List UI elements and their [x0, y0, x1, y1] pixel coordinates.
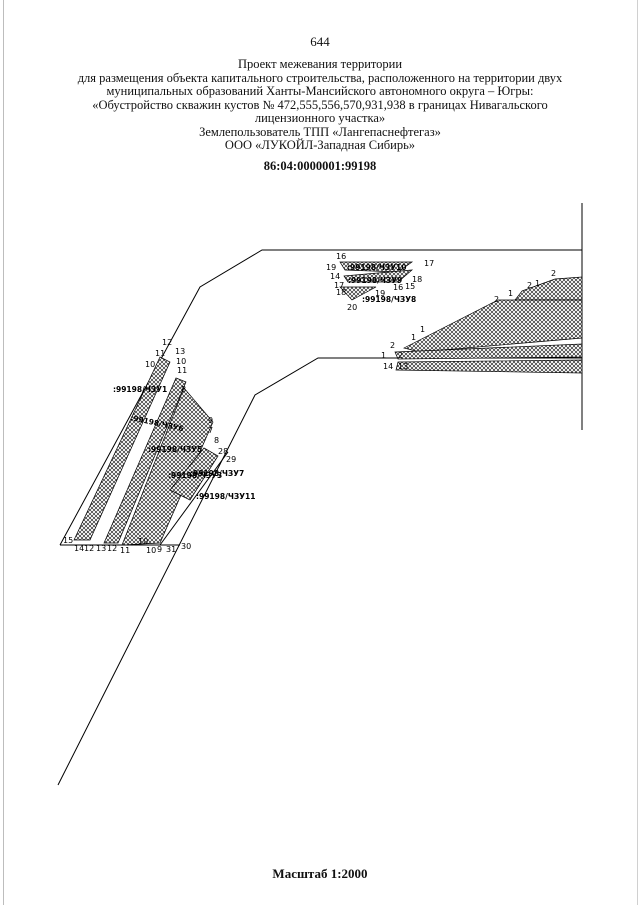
hatched-plot — [395, 359, 583, 374]
point-number: 31 — [166, 545, 176, 554]
point-number: 18 — [412, 275, 422, 284]
point-number: 14 — [330, 272, 340, 281]
hatched-plot — [103, 377, 187, 544]
point-number: 2 — [494, 295, 499, 304]
header-line: муниципальных образований Ханты-Мансийск… — [106, 84, 534, 98]
hatched-plot — [169, 447, 219, 501]
page-edge-right — [637, 0, 638, 905]
header-line: ООО «ЛУКОЙЛ-Западная Сибирь» — [224, 138, 416, 152]
point-number: 10 — [138, 537, 148, 546]
point-number: 28 — [218, 447, 228, 456]
point-number: 2 — [398, 351, 403, 360]
hatched-plot — [73, 356, 171, 541]
zone-label: :99198/ЧЗУ10 — [347, 263, 406, 272]
hatched-plot — [121, 387, 214, 546]
plot-bottom-line — [159, 451, 229, 546]
point-number: 17 — [424, 259, 434, 268]
point-number: 2 — [390, 341, 395, 350]
point-number: 12 — [84, 544, 94, 553]
cadastral-number: 86:04:0000001:99198 — [263, 158, 377, 173]
point-number: 15 — [63, 536, 73, 545]
point-number: 11 — [155, 349, 165, 358]
point-number: 1 — [411, 333, 416, 342]
hatched-plot — [514, 276, 583, 301]
zone-label: :99198/ЧЗУ5 — [148, 445, 202, 454]
zone-label: :99198/ЧЗУ1 — [113, 385, 167, 394]
point-number: 20 — [347, 303, 357, 312]
header-line: «Обустройство скважин кустов № 472,555,5… — [92, 97, 548, 112]
page-number: 644 — [310, 34, 330, 49]
point-number: 15 — [405, 282, 415, 291]
point-number: 10 — [145, 360, 155, 369]
point-number: 1 — [535, 279, 540, 288]
zone-label: :99198/ЧЗУ7 — [190, 469, 244, 478]
point-number: 2 — [527, 281, 532, 290]
point-number: 9 — [208, 416, 213, 425]
point-number: 13 — [175, 347, 185, 356]
point-number: 16 — [336, 252, 346, 261]
page-edge-left — [3, 0, 4, 905]
corridor-boundary-outer — [59, 249, 582, 546]
hatched-plot — [343, 269, 414, 283]
point-number: 11 — [177, 366, 187, 375]
point-number: 19 — [326, 263, 336, 272]
header-line: Землепользователь ТПП «Лангепаснефтегаз» — [199, 124, 441, 139]
hatched-plot — [394, 343, 583, 360]
point-number: 18 — [336, 288, 346, 297]
point-number: 17 — [334, 281, 344, 290]
point-number: 7 — [208, 426, 213, 435]
point-number: 16 — [393, 283, 403, 292]
hatched-plot — [339, 286, 377, 301]
point-number: 12 — [162, 338, 172, 347]
zone-label: :99198/ЧЗУ9 — [348, 276, 402, 285]
point-number: 1 — [420, 325, 425, 334]
point-number: 12 — [107, 544, 117, 553]
point-number: 14 — [74, 544, 84, 553]
point-number: 29 — [226, 455, 236, 464]
hatched-plot — [403, 299, 583, 353]
document-header: 644 Проект межевания территории для разм… — [0, 34, 640, 174]
point-number: 30 — [181, 542, 191, 551]
point-number: 10 — [146, 546, 156, 555]
point-number: 10 — [176, 357, 186, 366]
zone-label: :99198/ЧЗУ3 — [168, 471, 222, 480]
point-number: 2 — [551, 269, 556, 278]
point-number: 9 — [157, 545, 162, 554]
point-number: 13 — [398, 362, 408, 371]
header-line: для размещения объекта капитального стро… — [77, 70, 563, 85]
scale-label: Масштаб 1:2000 — [272, 866, 368, 881]
point-number: 8 — [181, 385, 186, 394]
point-number: 14 — [383, 362, 393, 371]
zone-label: :99198/ЧЗУ8 — [362, 295, 416, 304]
point-number: 8 — [214, 436, 219, 445]
header-line: лицензионного участка» — [254, 111, 386, 125]
point-number: 1 — [508, 289, 513, 298]
header-line: Проект межевания территории — [237, 57, 403, 71]
point-number: 11 — [120, 546, 130, 555]
point-number: 19 — [375, 289, 385, 298]
point-number: 1 — [381, 351, 386, 360]
zone-label: :99198/ЧЗУ11 — [196, 492, 255, 501]
point-number: 13 — [96, 544, 106, 553]
